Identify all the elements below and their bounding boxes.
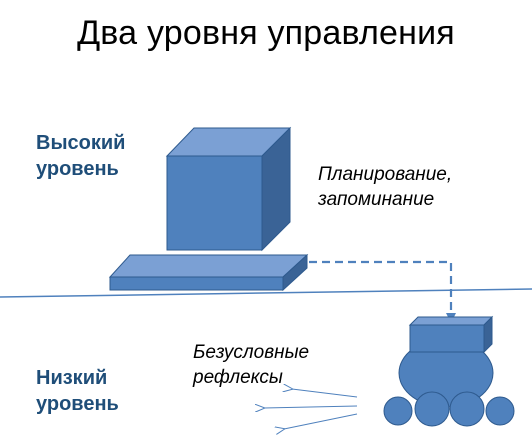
robot-head-top-face xyxy=(408,316,494,326)
low-level-label-line1: Низкий xyxy=(36,367,108,389)
level-divider-line xyxy=(0,288,532,298)
low-level-label: Низкий уровень xyxy=(36,365,176,417)
high-level-computer-shape xyxy=(108,126,309,292)
low-level-robot-shape xyxy=(383,315,515,427)
reflex-note-line2: рефлексы xyxy=(193,367,283,388)
robot-head-front-face xyxy=(409,324,485,353)
robot-wheel-4 xyxy=(485,396,515,426)
cube-side-face xyxy=(261,126,291,252)
reflex-arrow-3 xyxy=(284,413,358,429)
robot-wheel-2 xyxy=(414,391,450,427)
high-level-label-line2: уровень xyxy=(36,158,119,180)
reflex-arrow-1 xyxy=(292,389,358,398)
reflex-note-line1: Безусловные xyxy=(193,342,310,363)
reflex-arrow-2 xyxy=(264,406,358,408)
slide-title: Два уровня управления xyxy=(77,14,455,52)
plate-front-face xyxy=(109,276,284,291)
robot-wheel-3 xyxy=(449,391,485,427)
robot-head-side-face xyxy=(483,315,493,354)
high-level-label: Высокий уровень xyxy=(36,130,176,182)
reflex-note: Безусловные рефлексы xyxy=(193,340,353,390)
planning-note-line2: запоминание xyxy=(318,189,435,210)
plate-top-face xyxy=(108,254,309,278)
cube-front-face xyxy=(166,155,263,251)
low-level-label-line2: уровень xyxy=(36,393,119,415)
robot-wheel-1 xyxy=(383,396,413,426)
planning-note: Планирование, запоминание xyxy=(318,162,518,212)
plate-side-face xyxy=(282,253,308,292)
planning-note-line1: Планирование, xyxy=(318,164,453,185)
high-level-label-line1: Высокий xyxy=(36,132,126,154)
